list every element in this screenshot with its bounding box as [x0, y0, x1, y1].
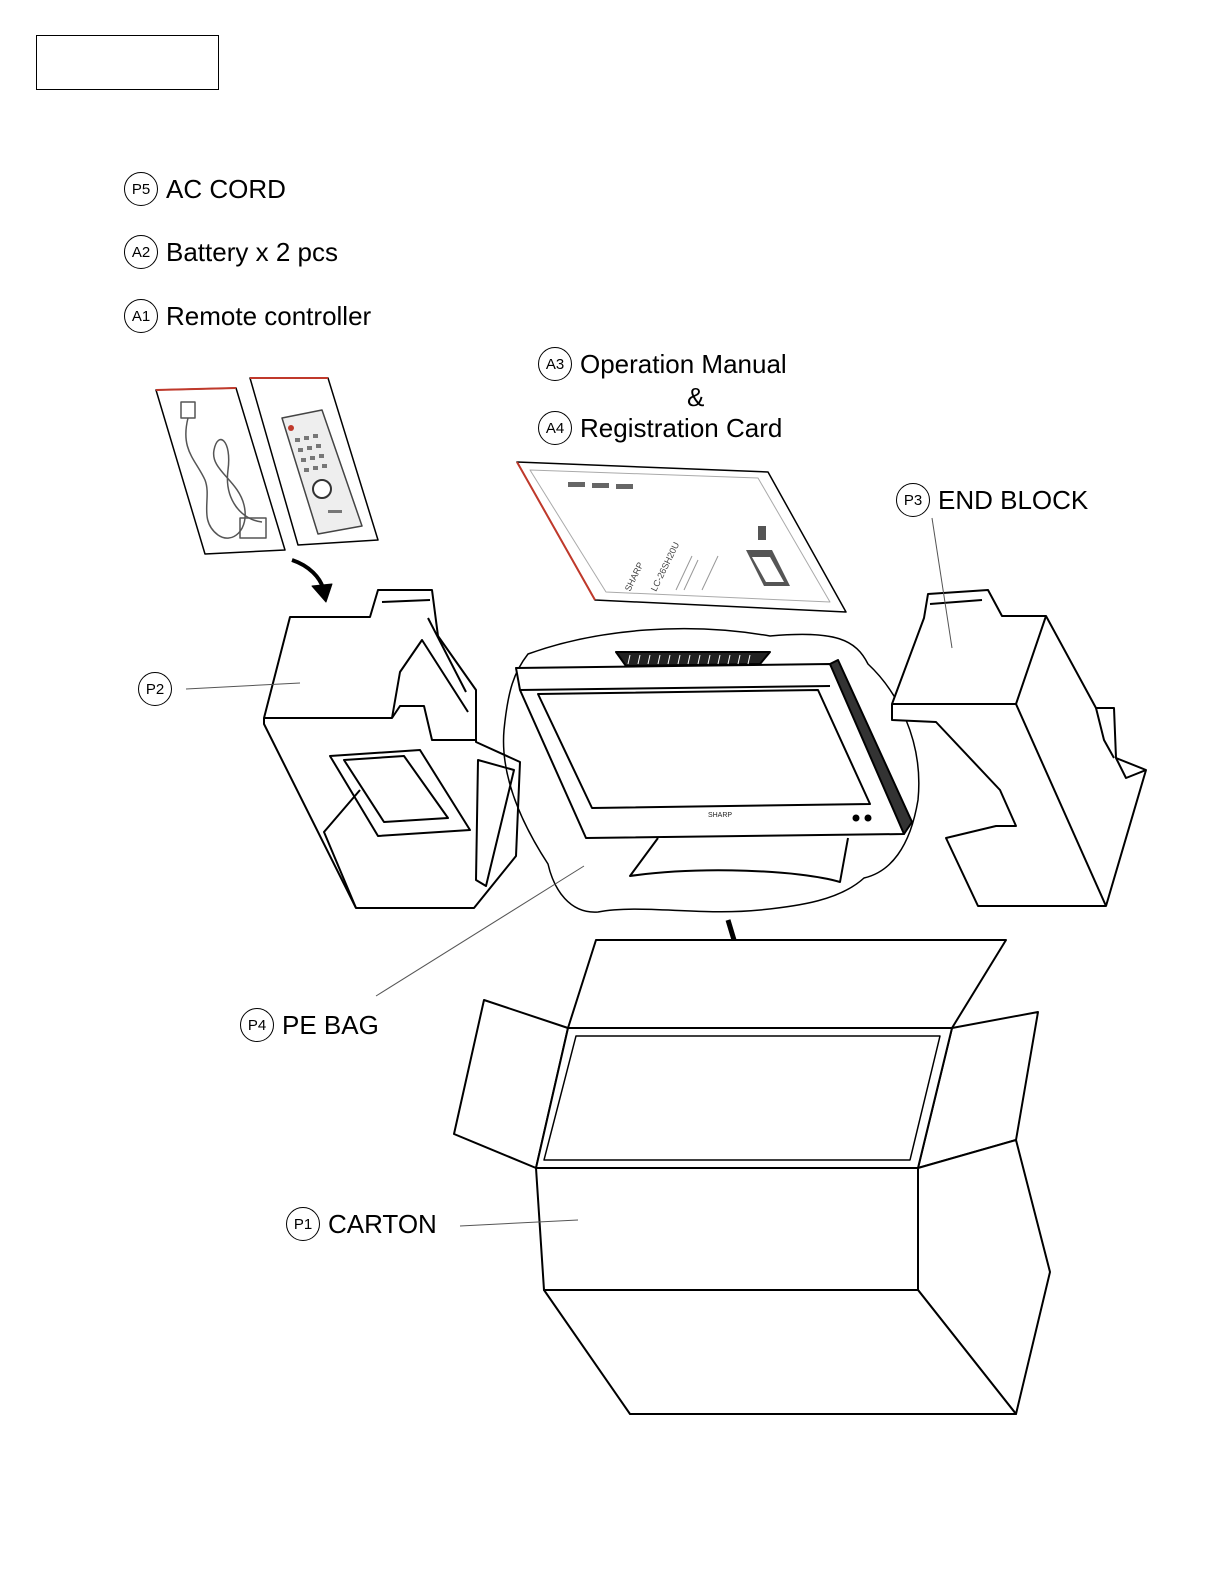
label-p2: P2	[138, 672, 180, 706]
label-ac-cord: P5 AC CORD	[124, 172, 286, 206]
curved-arrow-icon	[292, 560, 332, 602]
label-pe-bag-text: PE BAG	[282, 1012, 379, 1038]
label-ampersand: &	[687, 382, 704, 413]
label-carton: P1 CARTON	[286, 1207, 437, 1241]
badge-a1: A1	[124, 299, 158, 333]
operation-manual-card: SHARP LC-26SH20U	[517, 462, 846, 612]
badge-p3: P3	[896, 483, 930, 517]
label-end-block-text: END BLOCK	[938, 487, 1088, 513]
label-battery-text: Battery x 2 pcs	[166, 239, 338, 265]
badge-a4: A4	[538, 411, 572, 445]
label-operation-manual-text: Operation Manual	[580, 351, 787, 377]
badge-p2: P2	[138, 672, 172, 706]
badge-p1: P1	[286, 1207, 320, 1241]
badge-a3: A3	[538, 347, 572, 381]
end-block-right	[892, 590, 1146, 906]
label-pe-bag: P4 PE BAG	[240, 1008, 379, 1042]
end-block-left	[264, 590, 520, 908]
badge-a2: A2	[124, 235, 158, 269]
label-remote-controller: A1 Remote controller	[124, 299, 371, 333]
tv-brand-text: SHARP	[708, 812, 732, 819]
label-carton-text: CARTON	[328, 1211, 437, 1237]
badge-p4: P4	[240, 1008, 274, 1042]
label-registration-card: A4 Registration Card	[538, 411, 782, 445]
lcd-tv: SHARP	[516, 652, 912, 882]
label-registration-card-text: Registration Card	[580, 415, 782, 441]
badge-p5: P5	[124, 172, 158, 206]
label-battery: A2 Battery x 2 pcs	[124, 235, 338, 269]
label-ac-cord-text: AC CORD	[166, 176, 286, 202]
label-remote-controller-text: Remote controller	[166, 303, 371, 329]
label-operation-manual: A3 Operation Manual	[538, 347, 787, 381]
label-end-block: P3 END BLOCK	[896, 483, 1088, 517]
carton	[454, 940, 1050, 1414]
